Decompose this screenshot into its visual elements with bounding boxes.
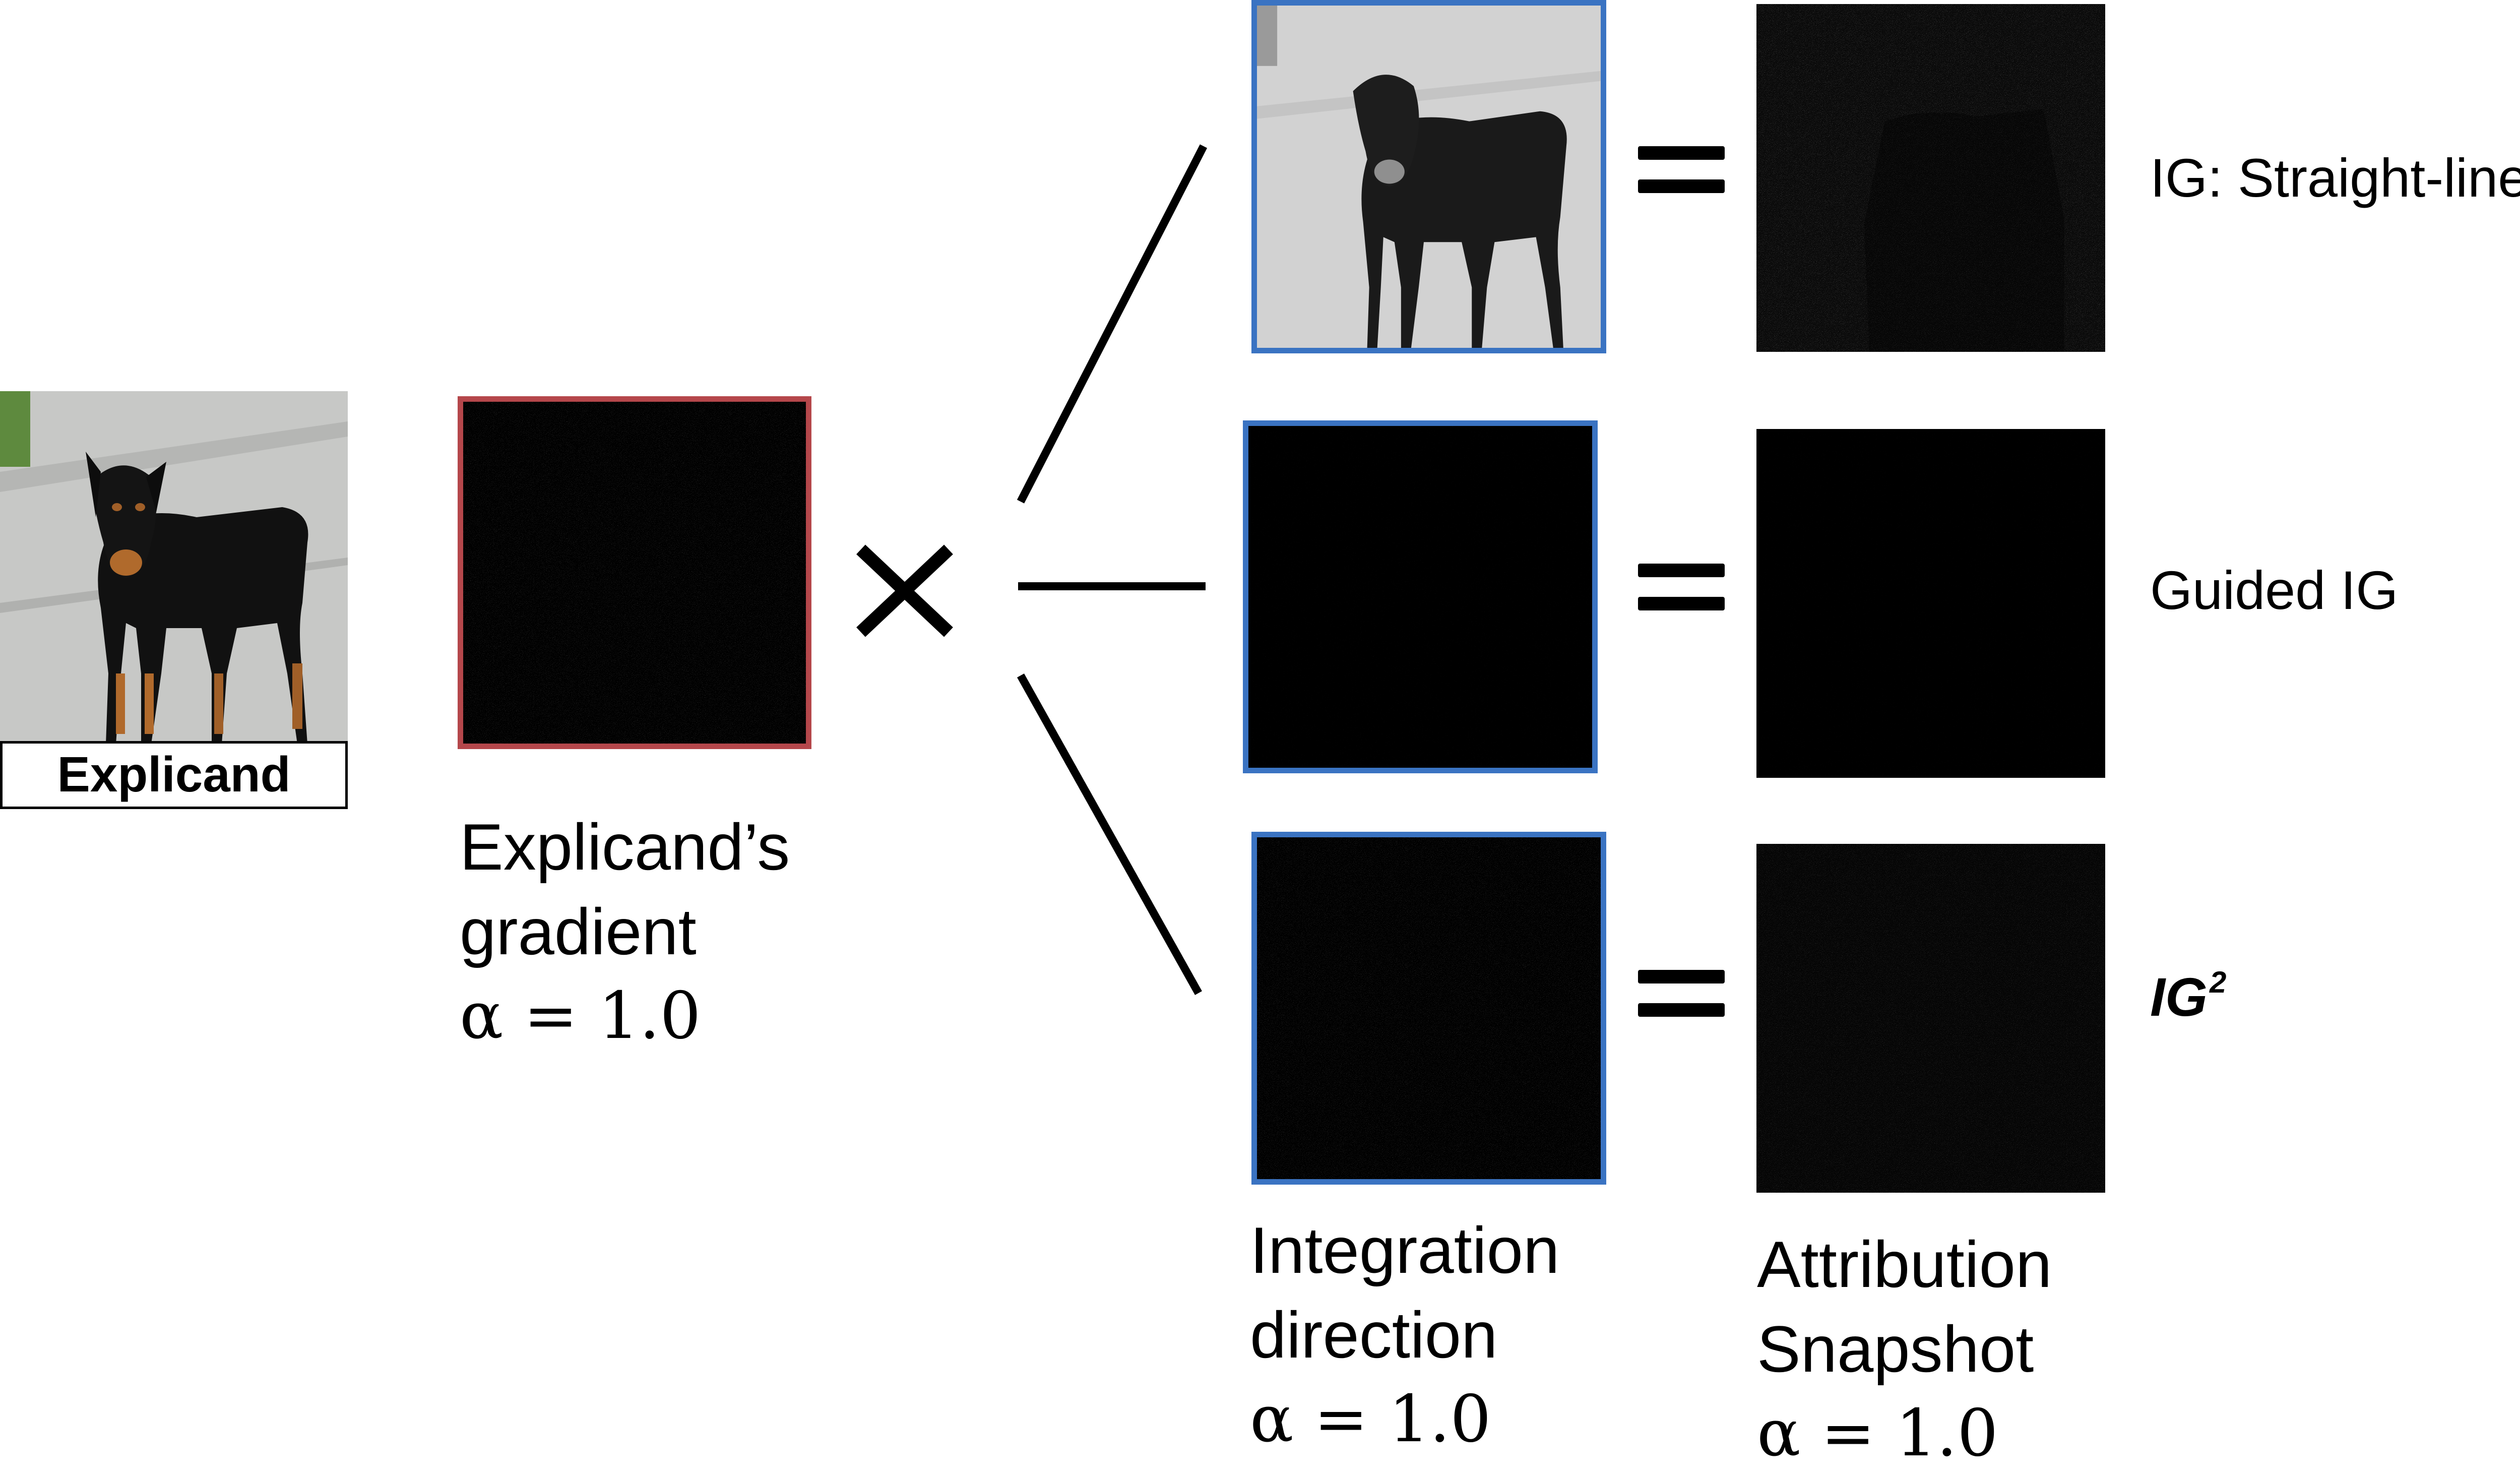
method-label-row-1: IG: Straight-line: [2150, 147, 2520, 208]
attribution-caption: Attribution Snapshot α = 1.0: [1757, 1222, 2052, 1476]
attribution-caption-line-2: Snapshot: [1757, 1312, 2034, 1386]
doberman-photo-icon: [0, 391, 348, 744]
sparse-saliency-map-icon: [1248, 426, 1592, 768]
integration-direction-image-row-2: [1243, 420, 1598, 773]
gradient-caption-line-1: Explicand’s: [460, 810, 790, 884]
saliency-map-icon: [1257, 837, 1601, 1179]
integration-caption-line-1: Integration: [1250, 1213, 1560, 1287]
gradient-alpha: α = 1.0: [460, 978, 701, 1054]
method-label-row-3-text: IG: [2150, 966, 2208, 1027]
gradient-image: [458, 396, 811, 749]
equals-icon-row-1: [1638, 139, 1725, 200]
attribution-snapshot-image-row-1: [1756, 4, 2105, 352]
integration-caption: Integration direction α = 1.0: [1250, 1208, 1559, 1462]
equals-icon-row-2: [1638, 557, 1725, 617]
attribution-snapshot-image-row-3: [1756, 844, 2105, 1193]
branch-lines: [1017, 144, 1208, 995]
attribution-map-icon: [1756, 429, 2105, 778]
branch-line-top: [1017, 144, 1208, 504]
attribution-alpha: α = 1.0: [1757, 1396, 1998, 1471]
explicand-image: [0, 391, 348, 744]
attribution-map-icon: [1756, 4, 2105, 352]
branch-line-bottom: [1017, 673, 1202, 995]
integration-alpha: α = 1.0: [1250, 1382, 1491, 1457]
attribution-snapshot-image-row-2: [1756, 429, 2105, 778]
integration-caption-line-2: direction: [1250, 1298, 1498, 1372]
integration-direction-image-row-3: [1251, 832, 1606, 1185]
multiply-icon: [856, 544, 953, 637]
saliency-map-icon: [463, 402, 806, 744]
grayscale-doberman-photo-icon: [1257, 6, 1601, 348]
method-label-row-2: Guided IG: [2150, 560, 2399, 621]
method-label-row-3-superscript: 2: [2210, 965, 2227, 999]
integration-direction-image-row-1: [1251, 0, 1606, 353]
explicand-label: Explicand: [0, 741, 348, 809]
gradient-caption-line-2: gradient: [460, 895, 697, 968]
attribution-caption-line-1: Attribution: [1757, 1227, 2052, 1301]
gradient-caption: Explicand’s gradient α = 1.0: [460, 805, 790, 1059]
equals-icon-row-3: [1638, 963, 1725, 1023]
attribution-map-icon: [1756, 844, 2105, 1193]
method-label-row-3: IG2: [2150, 965, 2226, 1028]
